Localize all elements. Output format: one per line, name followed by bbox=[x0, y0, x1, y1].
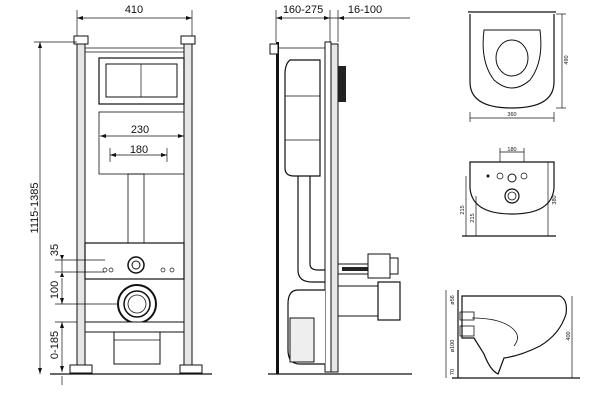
top-view: 490 360 bbox=[468, 11, 570, 122]
bottom-range-label: 0-185 bbox=[49, 331, 61, 359]
profile-label-top: ø56 bbox=[450, 295, 456, 304]
front-view: 410 230 180 bbox=[29, 4, 212, 385]
inner-width-230: 230 bbox=[131, 124, 149, 136]
bowl-outline-rear bbox=[469, 161, 555, 215]
rear-height-label-3: 380 bbox=[552, 195, 558, 204]
bowl-profile bbox=[461, 295, 567, 375]
rear-view: 180 215 215 380 bbox=[460, 147, 558, 237]
front-width-label: 410 bbox=[125, 4, 143, 16]
top-length-label: 490 bbox=[564, 55, 570, 64]
wall bbox=[276, 42, 279, 374]
front-height-label: 1115-1385 bbox=[29, 183, 41, 234]
profile-height-label: 400 bbox=[566, 331, 572, 340]
rear-height-label-1: 215 bbox=[460, 205, 466, 214]
side-view: 160-275 16-100 bbox=[268, 4, 412, 375]
frame-leg-left bbox=[76, 41, 86, 373]
water-inlet bbox=[127, 256, 145, 274]
profile-label-mid: ø100 bbox=[450, 340, 456, 353]
rear-height-label-2: 215 bbox=[470, 213, 476, 222]
side-flush-button bbox=[338, 66, 346, 102]
inner-width-180: 180 bbox=[130, 144, 148, 156]
rear-spacing-label: 180 bbox=[507, 147, 516, 153]
offset-100-label: 100 bbox=[49, 281, 61, 299]
profile-view: ø56 ø100 70 400 bbox=[445, 290, 580, 379]
offset-35-label: 35 bbox=[49, 244, 61, 256]
profile-label-bottom: 70 bbox=[450, 369, 456, 375]
frame-leg-right bbox=[183, 41, 193, 373]
side-depth-label: 160-275 bbox=[283, 4, 323, 16]
side-wall-label: 16-100 bbox=[348, 4, 382, 16]
flush-plate bbox=[98, 57, 185, 105]
cistern-side bbox=[284, 59, 321, 177]
cistern-outline bbox=[98, 111, 185, 175]
top-width-label: 360 bbox=[507, 112, 516, 118]
